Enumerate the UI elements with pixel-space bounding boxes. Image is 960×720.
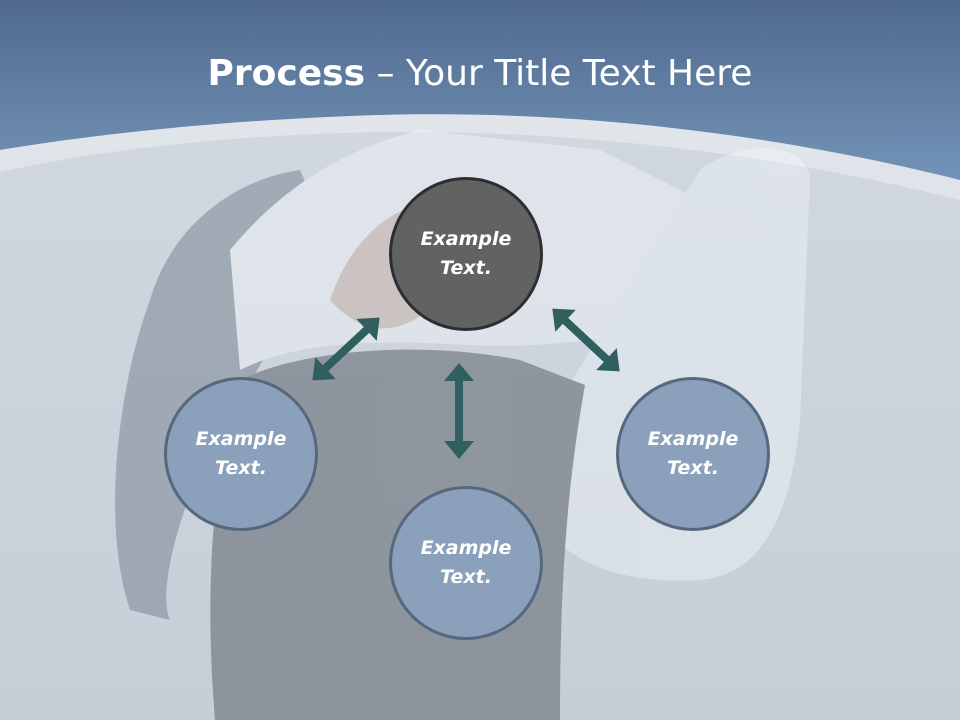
right-node-line2: Text. bbox=[667, 457, 719, 479]
arrow-center-right bbox=[552, 308, 620, 372]
center-node-line1: Example bbox=[420, 228, 512, 250]
title-bold: Process bbox=[207, 53, 366, 94]
right-node[interactable]: Example Text. bbox=[616, 377, 770, 531]
right-node-line1: Example bbox=[647, 428, 739, 450]
header-swoosh bbox=[0, 114, 960, 200]
arrow-center-bottom bbox=[444, 363, 474, 459]
arrow-center-left bbox=[312, 317, 380, 381]
center-node-line2: Text. bbox=[440, 257, 492, 279]
bottom-node-line2: Text. bbox=[440, 566, 492, 588]
left-node-line1: Example bbox=[195, 428, 287, 450]
left-node-line2: Text. bbox=[215, 457, 267, 479]
header-band bbox=[0, 0, 960, 180]
center-node[interactable]: Example Text. bbox=[389, 177, 543, 331]
bottom-node[interactable]: Example Text. bbox=[389, 486, 543, 640]
left-node[interactable]: Example Text. bbox=[164, 377, 318, 531]
bottom-node-line1: Example bbox=[420, 537, 512, 559]
page-title: Process – Your Title Text Here bbox=[0, 52, 960, 96]
title-regular: – Your Title Text Here bbox=[365, 53, 753, 94]
